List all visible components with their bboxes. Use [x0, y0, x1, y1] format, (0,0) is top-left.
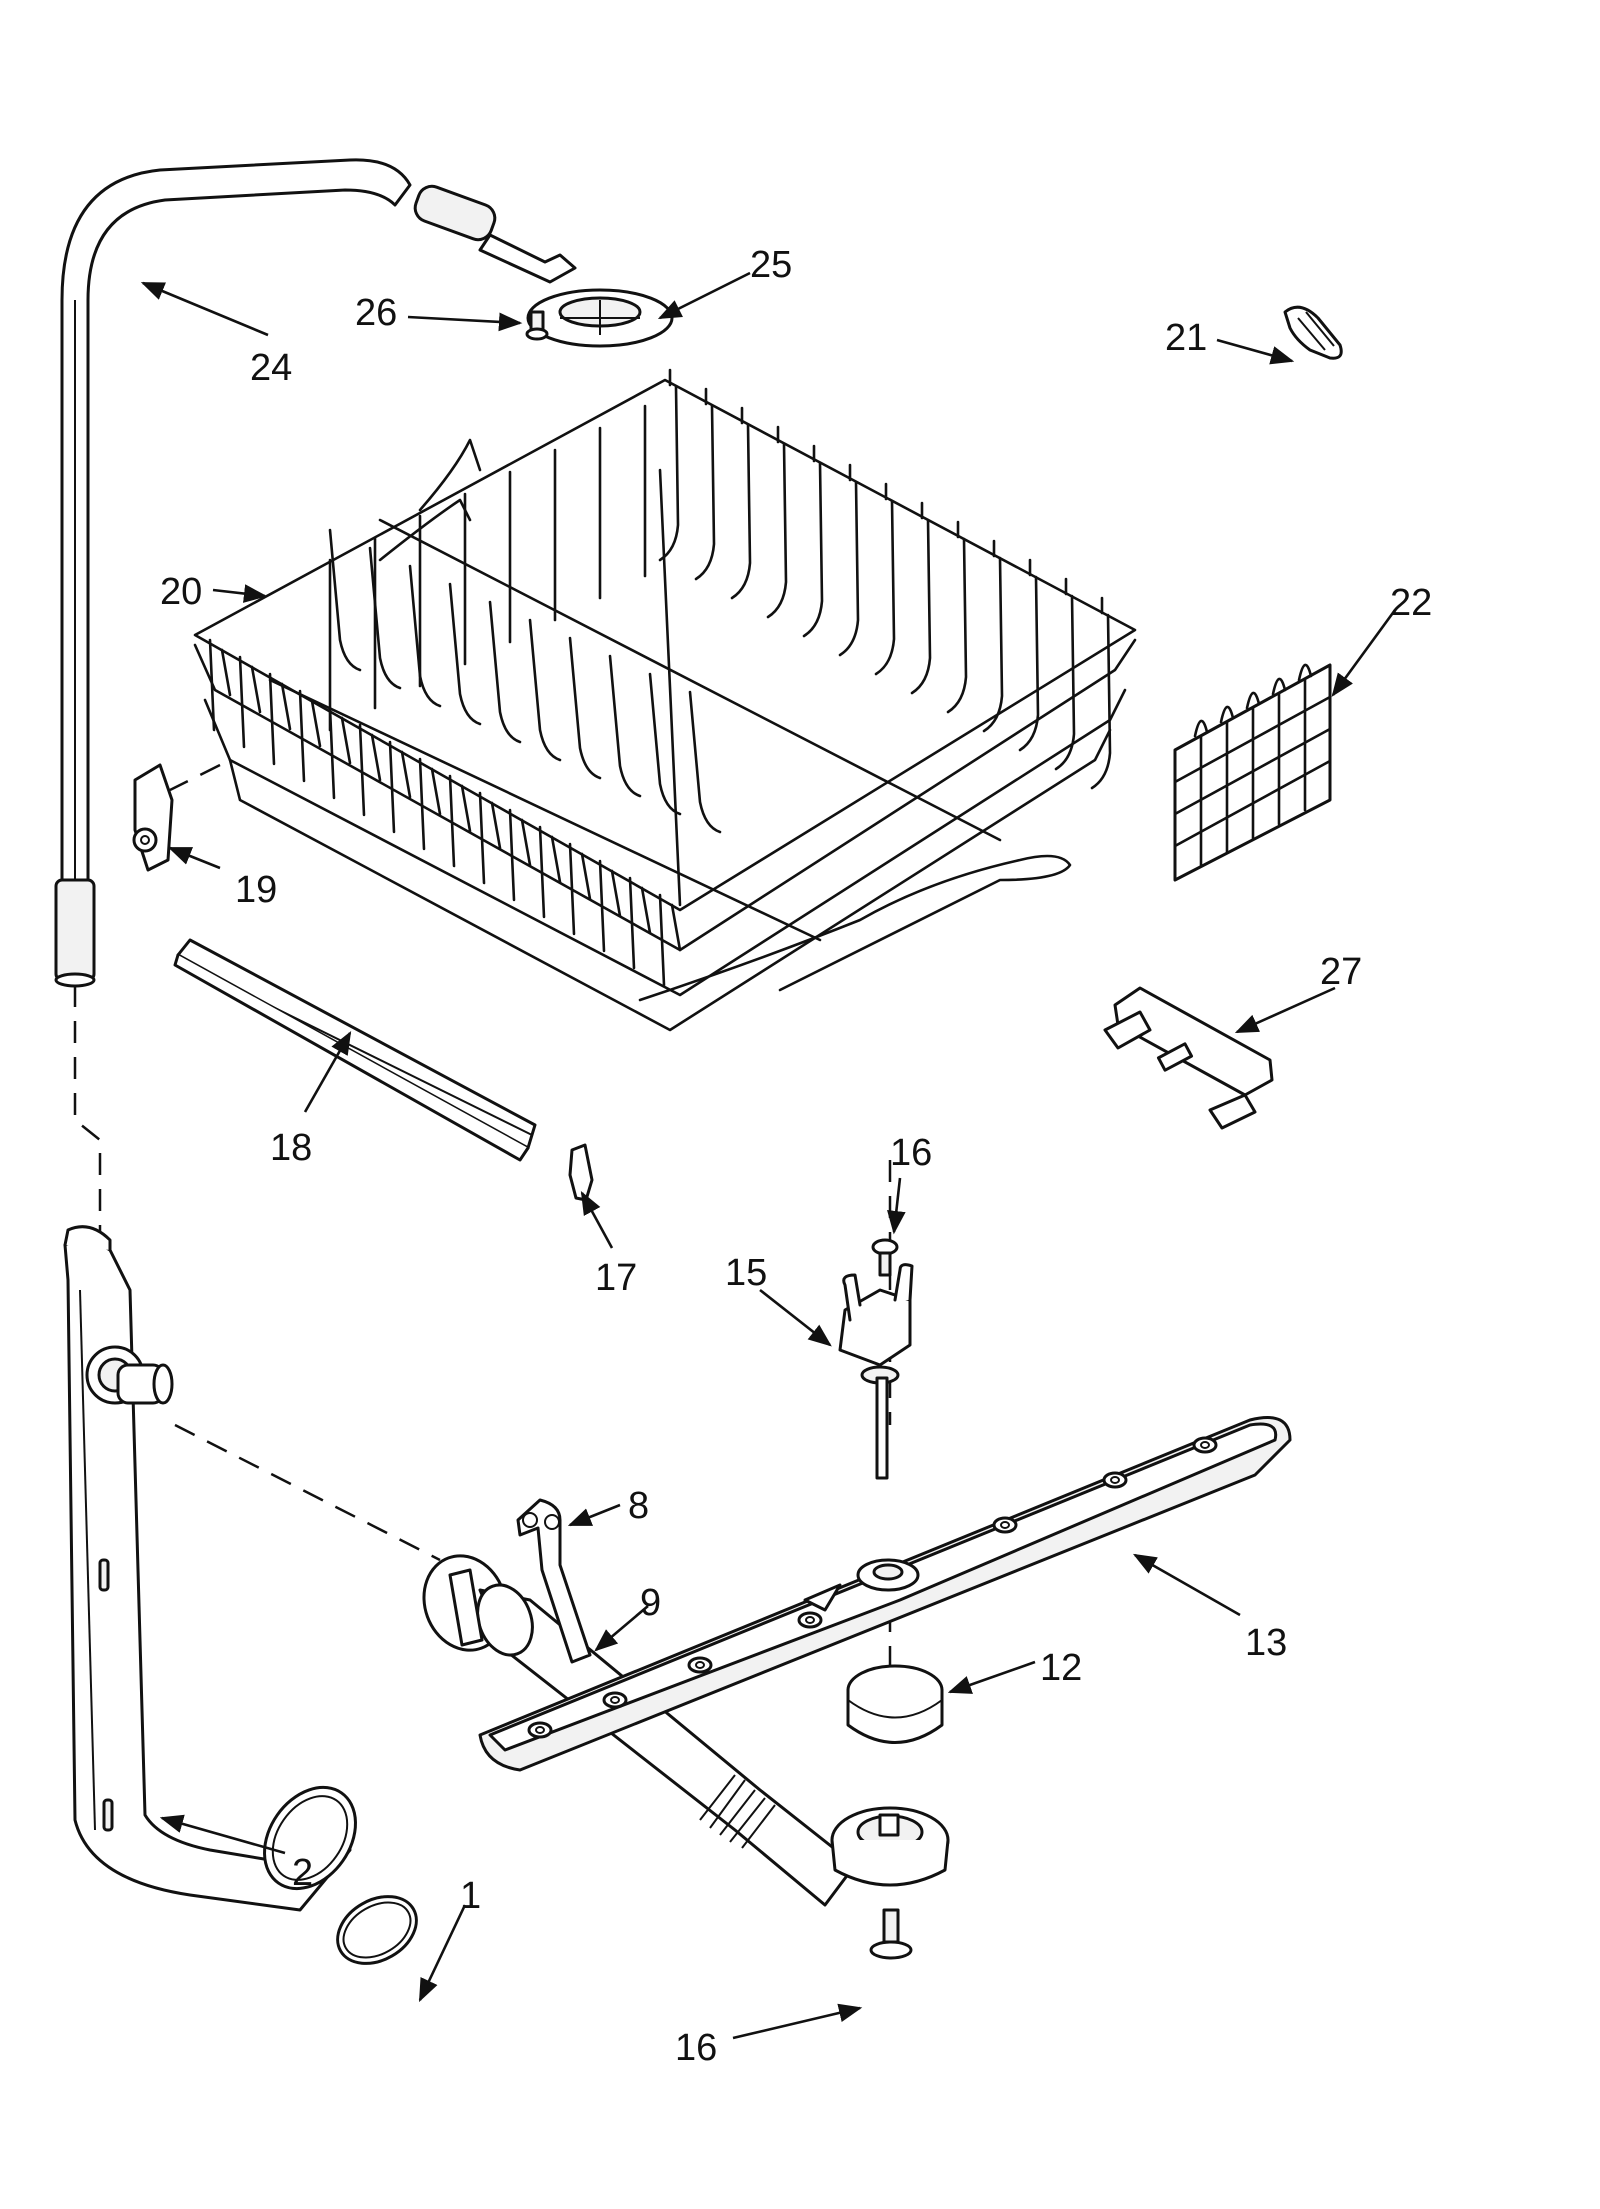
leader-lines	[140, 271, 1397, 2040]
callout-16-bottom: 16	[675, 2027, 717, 2069]
callout-20: 20	[160, 571, 202, 613]
callout-12: 12	[1040, 1647, 1082, 1689]
part-18-rack-rail	[173, 938, 537, 1162]
part-15-spray-arm-mount	[838, 1263, 914, 1480]
part-16-screw-top	[871, 1238, 899, 1277]
callout-22: 22	[1390, 582, 1432, 624]
part-21-clip	[1283, 305, 1343, 360]
callout-16-top: 16	[890, 1132, 932, 1174]
part-27-rack-clip	[1103, 986, 1274, 1130]
callout-2: 2	[292, 1852, 313, 1894]
part-12-seal-ring	[846, 1664, 944, 1744]
callout-13: 13	[1245, 1622, 1287, 1664]
callout-15: 15	[725, 1252, 767, 1294]
callout-24: 24	[250, 347, 292, 389]
part-17-rail-stop	[568, 1143, 594, 1202]
callout-18: 18	[270, 1127, 312, 1169]
callout-21: 21	[1165, 317, 1207, 359]
part-19-rack-roller	[132, 763, 174, 872]
part-1-o-ring	[336, 1895, 418, 1965]
callout-25: 25	[750, 244, 792, 286]
lower-spray-hub	[830, 1806, 950, 1887]
part-13-lower-spray-arm	[478, 1416, 1292, 1772]
part-26-screw	[525, 310, 549, 341]
callout-17: 17	[595, 1257, 637, 1299]
part-22-cup-shelf	[1173, 663, 1332, 882]
callout-27: 27	[1320, 951, 1362, 993]
callout-26: 26	[355, 292, 397, 334]
callout-9: 9	[640, 1582, 661, 1624]
part-16-screw-bottom	[869, 1908, 913, 1960]
callout-8: 8	[628, 1485, 649, 1527]
callout-1: 1	[460, 1875, 481, 1917]
part-25-upper-spray-assembly	[413, 184, 674, 348]
part-20-upper-rack	[193, 368, 1137, 1032]
part-2-feed-tube	[63, 1225, 357, 1912]
assembly-guide-lines	[73, 763, 892, 1665]
callout-19: 19	[235, 869, 277, 911]
callout-labels: 24 25 26 21 20 22 19 27 18 16 15 17 8 9 …	[160, 244, 1432, 2069]
part-24-supply-tube	[54, 158, 412, 988]
part-8-bracket	[448, 1498, 592, 1664]
